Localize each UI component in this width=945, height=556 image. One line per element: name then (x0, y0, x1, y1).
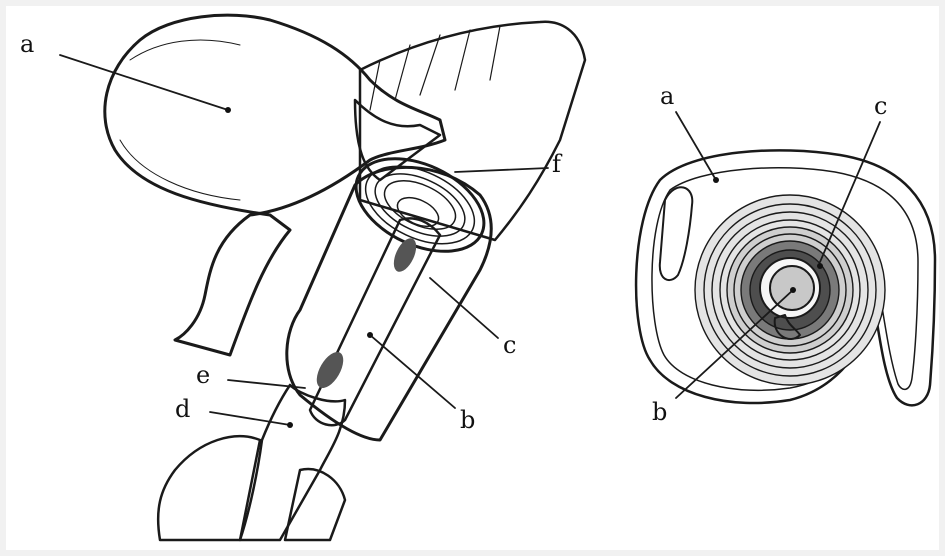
label-line-d (210, 412, 290, 425)
nerve-trunk (360, 22, 585, 240)
label-line-c (430, 278, 498, 338)
label-b: b (460, 406, 475, 434)
label-c: c (503, 331, 516, 359)
axon (310, 218, 440, 425)
schwann-nucleus (660, 187, 693, 280)
label-a-right: a (660, 82, 674, 110)
label-e: e (196, 361, 210, 389)
label-line-a-right (676, 112, 716, 180)
label-d: d (175, 395, 190, 423)
label-line-b (370, 335, 455, 408)
cell-body (105, 15, 445, 355)
label-c-right: c (874, 92, 887, 120)
label-b-right: b (652, 398, 667, 426)
label-line-f (455, 168, 548, 172)
label-f: f (552, 150, 563, 178)
label-a: a (20, 30, 34, 58)
label-line-a (60, 55, 228, 110)
right-figure: a c b (636, 82, 935, 426)
left-figure: a f c b e d (20, 15, 585, 540)
